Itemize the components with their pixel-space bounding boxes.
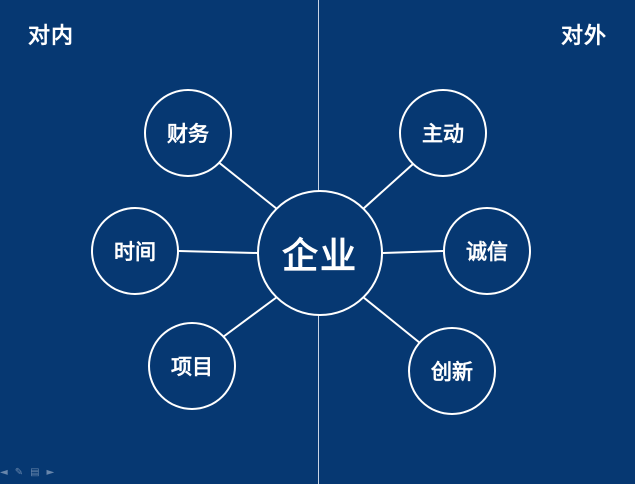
connector-zhudong xyxy=(362,163,414,210)
node-time-label: 时间 xyxy=(114,240,156,264)
connector-shijian xyxy=(178,250,258,254)
node-enterprise-label: 企业 xyxy=(281,236,358,277)
node-initiative-label: 主动 xyxy=(422,122,464,146)
node-project: 项目 xyxy=(148,322,236,410)
node-project-label: 项目 xyxy=(171,355,213,379)
node-integrity-label: 诚信 xyxy=(466,240,508,264)
connector-xiangmu xyxy=(222,296,278,338)
arrow-left-icon[interactable]: ◄ xyxy=(0,467,8,478)
arrow-right-icon[interactable]: ► xyxy=(46,467,55,478)
connector-chuangxin xyxy=(362,296,421,344)
internal-heading: 对内 xyxy=(28,24,75,49)
node-innovation: 创新 xyxy=(408,327,496,415)
node-finance: 财务 xyxy=(144,89,232,177)
external-heading: 对外 xyxy=(561,24,608,49)
menu-icon[interactable]: ▤ xyxy=(30,467,40,478)
slideshow-toolbar: ◄ ✎ ▤ ► xyxy=(0,464,54,482)
node-innovation-label: 创新 xyxy=(431,360,473,384)
node-integrity: 诚信 xyxy=(443,207,531,295)
node-initiative: 主动 xyxy=(399,89,487,177)
node-time: 时间 xyxy=(91,207,179,295)
pen-icon[interactable]: ✎ xyxy=(14,467,24,478)
node-finance-label: 财务 xyxy=(167,122,209,146)
connector-caiwu xyxy=(216,160,278,210)
node-enterprise: 企业 xyxy=(257,190,383,316)
connector-chengxin xyxy=(382,250,444,254)
